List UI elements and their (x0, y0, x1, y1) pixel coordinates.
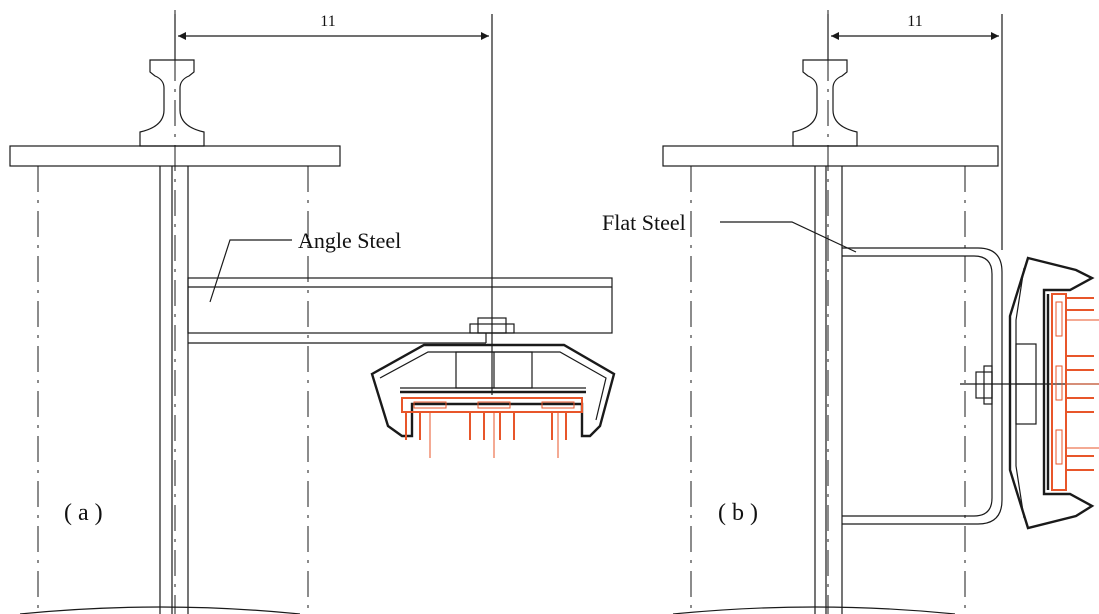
panel-a-label: ( a ) (64, 500, 103, 526)
panel-a-angle-steel-callout: Angle Steel (209, 228, 401, 303)
panel-a-beam (19, 10, 309, 614)
panel-a-dimension-value: 11 (320, 13, 335, 30)
panel-a-callout-label: Angle Steel (298, 228, 401, 253)
panel-a-dimension: 11 (174, 13, 493, 395)
panel-b-dimension-value: 11 (907, 13, 922, 30)
panel-a-collector-housing (370, 343, 616, 438)
panel-b-collector-housing (1008, 256, 1095, 530)
panel-a-angle-steel (187, 277, 613, 344)
panel-b: 11 Flat Steel (602, 10, 1099, 614)
panel-a-rail (139, 59, 205, 147)
panel-a-conductors (401, 397, 583, 458)
panel-b-beam (672, 10, 966, 614)
panel-b-flat-steel-callout: Flat Steel (602, 210, 857, 253)
panel-b-callout-label: Flat Steel (602, 210, 686, 235)
panel-b-conductors (1051, 293, 1099, 491)
panel-b-base-plate (662, 145, 999, 167)
panel-a: 11 Angle Steel (9, 10, 616, 614)
panel-b-rail (792, 59, 858, 147)
panel-b-label: ( b ) (718, 500, 758, 526)
panel-a-bolt (469, 317, 515, 334)
panel-b-dimension: 11 (827, 13, 1003, 250)
panel-b-flat-steel (842, 247, 1003, 525)
